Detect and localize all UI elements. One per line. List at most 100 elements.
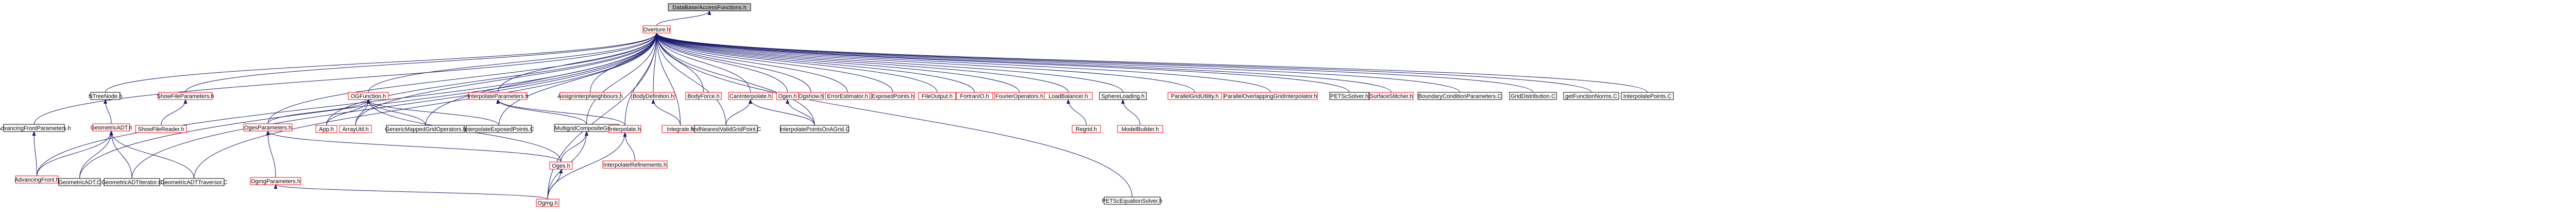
edge-geomadt_iter-to-overture	[131, 32, 658, 179]
node-advfront_params[interactable]: AdvancingFrontParameters.h	[0, 124, 71, 132]
node-petscsolver[interactable]: PETScSolver.h	[1329, 92, 1369, 100]
edge-interp_exposed-to-ogfunction	[366, 99, 499, 126]
node-ogesparams-label: OgesParameters.h	[244, 125, 292, 131]
node-interp_pts[interactable]: InterpolatePoints.C	[1621, 92, 1674, 100]
node-regrid[interactable]: Regrid.h	[1072, 125, 1101, 133]
node-genmapped[interactable]: GenericMappedGridOperators.h	[385, 125, 466, 133]
edge-geomadt_c-to-overture	[79, 32, 658, 179]
edge-exposed-to-overture	[655, 32, 893, 93]
node-app[interactable]: App.h	[315, 125, 337, 133]
node-geomadt[interactable]: GeometricADT.h	[91, 123, 132, 132]
node-geomadt_iter-label: GeometricADTIterator.C	[101, 180, 162, 186]
node-griddist[interactable]: GridDistribution.C	[1509, 92, 1557, 100]
node-findnearest[interactable]: findNearestValidGridPoint.C	[691, 125, 761, 133]
node-fourierops[interactable]: FourierOperators.h	[994, 92, 1045, 100]
node-interp_refine-box	[602, 160, 668, 169]
node-geomadt_trav[interactable]: GeometricADTTraversor.C	[161, 178, 228, 186]
node-bodyforce[interactable]: BodyForce.h	[685, 92, 722, 100]
node-interp_exposed[interactable]: InterpolateExposedPoints.C	[464, 125, 534, 133]
node-bodydef[interactable]: BodyDefinition.h	[631, 92, 675, 100]
edge-errorest-to-overture	[655, 32, 848, 93]
node-arrayutil[interactable]: ArrayUtil.h	[339, 125, 372, 133]
node-paroverlap-box	[1223, 92, 1318, 100]
node-boundary[interactable]: BoundaryConditionParameters.C	[1417, 92, 1502, 100]
node-ogfunction-label: OGFunction.h	[351, 93, 386, 100]
node-ogmg-box	[536, 199, 560, 207]
node-advfront[interactable]: AdvancingFront.h	[14, 175, 59, 184]
edge-fourierops-to-overture	[655, 32, 1020, 93]
node-paroverlap-label: ParallelOverlappingGridInterpolator.h	[1224, 93, 1317, 100]
node-ogfunction[interactable]: OGFunction.h	[348, 92, 389, 100]
node-getfuncnorms[interactable]: getFunctionNorms.C	[1563, 92, 1619, 100]
edge-fortranio-to-overture	[655, 32, 975, 93]
node-geomadt-label: GeometricADT.h	[91, 125, 132, 131]
node-ogshow[interactable]: Ogshow.h	[798, 92, 824, 100]
node-showfile_reader-label: ShowFileReader.h	[138, 126, 184, 133]
node-errorest[interactable]: ErrorEstimator.h	[825, 92, 870, 100]
node-interp_pts_grid[interactable]: InterpolatePointsOnAGrid.C	[779, 125, 850, 133]
node-bodydef-box	[631, 92, 675, 100]
node-errorest-box	[825, 92, 870, 100]
node-showfile_reader[interactable]: ShowFileReader.h	[135, 125, 187, 133]
edge-genmapped-to-overture	[425, 32, 658, 126]
node-ntreenode[interactable]: NTreeNode.h	[89, 92, 123, 100]
node-geomadt-box	[92, 123, 130, 132]
node-pargridutil[interactable]: ParallelGridUtility.h	[1167, 92, 1222, 100]
node-ogmg[interactable]: Ogmg.h	[536, 199, 560, 207]
node-boundary-label: BoundaryConditionParameters.C	[1418, 93, 1501, 100]
node-ntreenode-box	[90, 92, 121, 100]
node-interp_refine[interactable]: InterpolateRefinements.h	[602, 160, 668, 169]
node-interp_exposed-label: InterpolateExposedPoints.C	[464, 126, 534, 133]
node-ogmgparams[interactable]: OgmgParameters.h	[250, 177, 301, 185]
node-geomadt_iter[interactable]: GeometricADTIterator.C	[101, 178, 162, 186]
node-overture-box	[642, 25, 671, 34]
node-assign_nb-box	[560, 92, 621, 100]
node-oges[interactable]: Oges.h	[549, 161, 573, 170]
node-assign_nb-label: AssignInterpNeighbours.h	[557, 93, 623, 100]
node-sphereloading[interactable]: SphereLoading.h	[1099, 92, 1147, 100]
node-getfuncnorms-box	[1563, 92, 1619, 100]
node-cannterp[interactable]: CanInterpolate.h	[728, 92, 773, 100]
node-ogesparams[interactable]: OgesParameters.h	[243, 123, 293, 132]
node-interpolate[interactable]: Interpolate.h	[608, 125, 641, 133]
node-petscsolver-label: PETScSolver.h	[1330, 93, 1368, 100]
node-interpolate-label: Interpolate.h	[609, 126, 640, 133]
node-overture[interactable]: Overture.h	[642, 25, 671, 34]
node-showfile_params[interactable]: ShowFileParameters.h	[157, 92, 214, 100]
edge-showfile_reader-to-showfile_params	[161, 99, 188, 126]
node-root[interactable]: DataBase/AccessFunctions.h	[668, 3, 751, 11]
edge-griddist-to-overture	[655, 32, 1533, 93]
edge-showfile_params-to-overture	[185, 32, 658, 93]
node-exposed[interactable]: ExposedPoints.h	[871, 92, 915, 100]
edge-ntreenode-to-overture	[105, 32, 658, 93]
node-surfstitch[interactable]: SurfaceStitcher.h	[1369, 92, 1414, 100]
node-fileoutput[interactable]: FileOutput.h	[918, 92, 956, 100]
node-app-box	[315, 125, 337, 133]
node-showfile_params-box	[158, 92, 213, 100]
edge-ogesparams-to-overture	[267, 32, 658, 124]
node-findnearest-label: findNearestValidGridPoint.C	[691, 126, 761, 133]
node-geomadt_trav-label: GeometricADTTraversor.C	[161, 180, 228, 186]
node-fortranio[interactable]: FortranIO.h	[956, 92, 993, 100]
node-bodydef-label: BodyDefinition.h	[633, 93, 674, 100]
node-interp_params[interactable]: InterpolateParameters.h	[467, 92, 529, 100]
node-interp_pts-label: InterpolatePoints.C	[1623, 93, 1672, 100]
edge-getfuncnorms-to-overture	[655, 32, 1591, 93]
node-loadbalancer[interactable]: LoadBalancer.h	[1044, 92, 1093, 100]
edge-loadbalancer-to-overture	[655, 32, 1069, 93]
edge-fileoutput-to-overture	[655, 32, 938, 93]
node-integrate-label: Integrate.h	[667, 126, 694, 133]
node-assign_nb[interactable]: AssignInterpNeighbours.h	[557, 92, 623, 100]
node-petsc_eq[interactable]: PETScEquationSolver.h	[1102, 197, 1162, 205]
node-geomadt_c[interactable]: GeometricADT.C	[58, 178, 101, 186]
node-modelbuilder[interactable]: ModelBuilder.h	[1117, 125, 1163, 133]
node-multigrid[interactable]: MultigridCompositeGrid.h	[554, 124, 619, 132]
node-getfuncnorms-label: getFunctionNorms.C	[1565, 93, 1617, 100]
node-paroverlap[interactable]: ParallelOverlappingGridInterpolator.h	[1223, 92, 1318, 100]
node-integrate[interactable]: Integrate.h	[662, 125, 699, 133]
node-griddist-label: GridDistribution.C	[1511, 93, 1555, 100]
node-bodyforce-box	[685, 92, 722, 100]
node-ogen[interactable]: Ogen.h	[776, 92, 799, 100]
edge-interpolate-to-interp_params	[496, 99, 625, 126]
edge-boundary-to-overture	[655, 32, 1460, 93]
